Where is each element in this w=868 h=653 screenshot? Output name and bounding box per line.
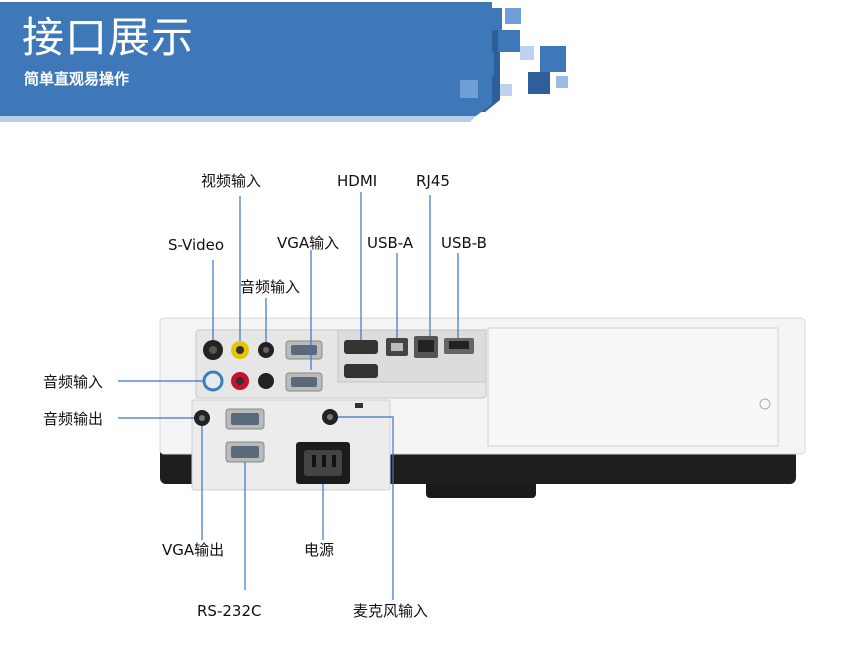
label-s-video: S-Video	[168, 236, 224, 254]
usb-a-port	[386, 338, 408, 356]
rj45-port	[414, 336, 438, 358]
audio-in-left-port	[202, 370, 274, 392]
power-socket	[296, 442, 350, 484]
audio-in-top-port	[258, 342, 274, 358]
label-rs232c: RS-232C	[197, 602, 261, 620]
label-vga-out: VGA输出	[162, 541, 224, 559]
label-audio-in-top: 音频输入	[240, 278, 300, 296]
vga-in-port-2	[285, 372, 323, 392]
label-vga-in: VGA输入	[277, 234, 339, 252]
label-audio-out: 音频输出	[43, 410, 103, 428]
label-usb-b: USB-B	[441, 234, 487, 252]
page-subtitle: 简单直观易操作	[24, 70, 130, 88]
leader-lines	[118, 192, 459, 600]
vga-in-port-1	[285, 340, 323, 360]
vga-out-port	[225, 408, 265, 430]
audio-out-port	[194, 410, 210, 426]
rs232c-port	[225, 441, 265, 463]
pixel-squares-decoration	[460, 8, 568, 98]
page-title: 接口展示	[22, 13, 195, 62]
projector-body	[159, 317, 806, 498]
label-mic-in: 麦克风输入	[353, 602, 428, 620]
header-banner	[0, 2, 568, 122]
label-video-in: 视频输入	[201, 172, 261, 190]
label-audio-in-left: 音频输入	[43, 373, 103, 391]
label-rj45: RJ45	[416, 172, 450, 190]
label-power: 电源	[304, 541, 334, 559]
label-hdmi: HDMI	[337, 172, 377, 190]
usb-b-port	[444, 338, 474, 354]
hdmi-ports	[344, 340, 378, 378]
s-video-port	[203, 340, 223, 360]
video-in-port	[231, 341, 249, 359]
mic-in-port	[322, 403, 363, 425]
label-usb-a: USB-A	[367, 234, 414, 252]
